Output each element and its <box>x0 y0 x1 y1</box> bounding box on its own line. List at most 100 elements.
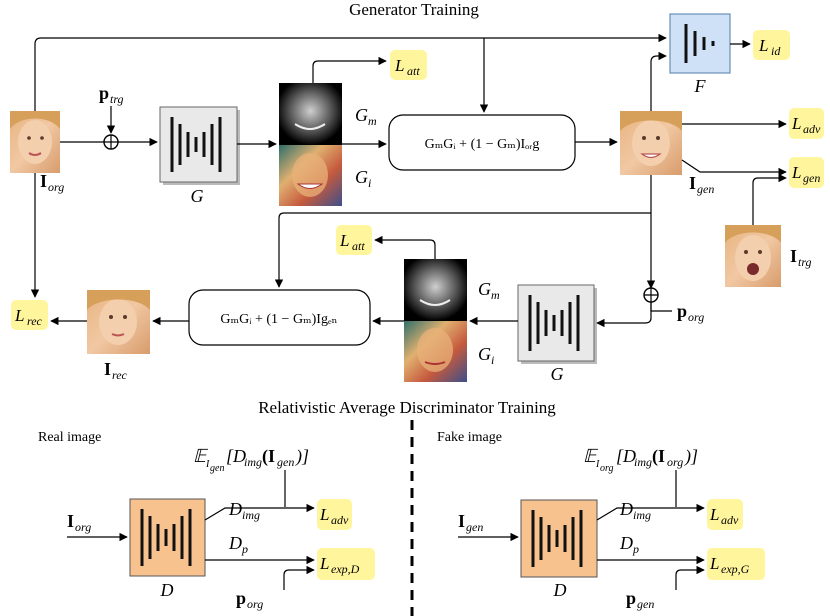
svg-text:L: L <box>791 114 801 133</box>
face-recognizer-block <box>669 13 731 74</box>
svg-text:p: p <box>99 83 109 103</box>
discriminator-block-real <box>129 498 206 577</box>
label-p-trg: p trg <box>99 83 124 106</box>
face-image-org <box>10 111 60 173</box>
svg-text:[D: [D <box>616 446 636 466</box>
svg-text:adv: adv <box>331 513 349 527</box>
svg-text:I: I <box>104 359 111 379</box>
composition-box-bottom <box>188 289 371 346</box>
color-image-top <box>279 145 342 206</box>
svg-text:L: L <box>709 554 719 573</box>
svg-text:img: img <box>633 508 651 522</box>
color-image-bottom <box>404 321 467 382</box>
svg-text:org: org <box>688 310 704 324</box>
loss-adv-generator: L adv <box>789 108 824 139</box>
loss-exp-d: L exp,D <box>317 548 375 580</box>
attention-mask-top <box>279 83 342 145</box>
composition-equation-bottom: GₘGᵢ + (1 − Gₘ)Igₑₙ <box>220 312 337 327</box>
generator-block-top <box>159 106 240 185</box>
svg-text:L: L <box>319 505 329 524</box>
svg-text:img: img <box>634 455 652 469</box>
arrow-gen-to-composition-bottom <box>274 212 651 288</box>
svg-text:trg: trg <box>798 255 812 269</box>
discriminator-symbol-real: D <box>160 580 174 600</box>
svg-text:D: D <box>619 533 633 553</box>
svg-text:img: img <box>242 508 260 522</box>
generator-symbol-bottom: G <box>551 364 564 384</box>
label-i-org: I org <box>40 171 64 194</box>
svg-text:org: org <box>48 180 64 194</box>
arrow-org-to-f <box>34 33 667 111</box>
svg-text:I: I <box>67 511 74 531</box>
label-gi-bottom: G i <box>478 344 494 367</box>
arrow-trg-to-lgen <box>752 173 787 225</box>
svg-text:gen: gen <box>466 520 483 534</box>
arrow-mask-to-latt <box>312 56 387 83</box>
svg-text:G: G <box>355 167 368 187</box>
svg-text:gen: gen <box>637 597 654 611</box>
svg-text:org: org <box>600 463 614 474</box>
arrow-mask-bottom-to-latt <box>374 235 436 259</box>
face-image-rec <box>87 290 150 354</box>
discriminator-training-title: Relativistic Average Discriminator Train… <box>258 398 556 417</box>
svg-text:adv: adv <box>721 513 739 527</box>
svg-text:gen: gen <box>210 463 224 474</box>
svg-text:rec: rec <box>27 314 43 328</box>
svg-text:𝔼: 𝔼 <box>583 446 599 466</box>
label-i-trg: I trg <box>790 246 812 269</box>
svg-text:exp,G: exp,G <box>721 562 750 576</box>
label-i-gen: I gen <box>689 173 714 196</box>
arrow-concat-to-g-bottom <box>596 302 652 328</box>
expectation-real: 𝔼 I gen [D img (I gen )] <box>193 446 309 474</box>
label-dimg-fake: D img <box>619 499 651 522</box>
loss-adv-real: L adv <box>317 499 352 530</box>
loss-exp-g: L exp,G <box>707 548 765 580</box>
svg-text:adv: adv <box>803 122 821 136</box>
svg-text:org: org <box>667 455 683 469</box>
svg-text:(I: (I <box>652 446 665 467</box>
svg-text:p: p <box>626 588 636 608</box>
label-i-rec: I rec <box>104 359 128 382</box>
svg-text:i: i <box>491 353 494 367</box>
real-image-label: Real image <box>38 430 101 445</box>
face-image-trg <box>725 225 781 287</box>
svg-text:I: I <box>689 173 696 193</box>
svg-text:I: I <box>40 171 47 191</box>
svg-text:[D: [D <box>226 446 246 466</box>
svg-text:)]: )] <box>295 446 309 467</box>
svg-text:)]: )] <box>684 446 698 467</box>
loss-att-top: L att <box>390 50 427 80</box>
svg-text:att: att <box>407 64 420 78</box>
svg-text:L: L <box>709 505 719 524</box>
generator-symbol-top: G <box>191 186 204 206</box>
svg-text:I: I <box>790 246 797 266</box>
label-p-org-disc: p org <box>236 588 263 611</box>
label-gi-top: G i <box>355 167 371 190</box>
label-dp-fake: D p <box>619 533 639 556</box>
svg-text:p: p <box>236 588 246 608</box>
svg-text:m: m <box>368 114 377 128</box>
arrow-gen-to-f <box>650 51 667 111</box>
svg-text:gen: gen <box>803 171 820 185</box>
label-i-org-disc: I org <box>67 511 91 534</box>
loss-adv-fake: L adv <box>707 499 743 530</box>
svg-text:(I: (I <box>262 446 275 467</box>
svg-text:rec: rec <box>112 368 128 382</box>
svg-text:L: L <box>394 56 404 75</box>
svg-text:D: D <box>228 533 242 553</box>
svg-text:gen: gen <box>277 455 294 469</box>
svg-text:I: I <box>595 459 600 470</box>
label-p-org: p org <box>677 301 704 324</box>
svg-text:org: org <box>247 597 263 611</box>
arrow-d-to-ladv-real <box>204 503 315 521</box>
svg-text:L: L <box>758 36 768 55</box>
svg-text:id: id <box>771 44 781 58</box>
label-i-gen-disc: I gen <box>458 511 483 534</box>
svg-text:I: I <box>458 511 465 531</box>
svg-text:exp,D: exp,D <box>331 562 360 576</box>
arrow-porg-to-lexp <box>283 565 315 590</box>
svg-text:p: p <box>632 542 639 556</box>
discriminator-symbol-fake: D <box>553 580 567 600</box>
face-recognizer-symbol: F <box>694 76 707 96</box>
svg-text:p: p <box>677 301 687 321</box>
